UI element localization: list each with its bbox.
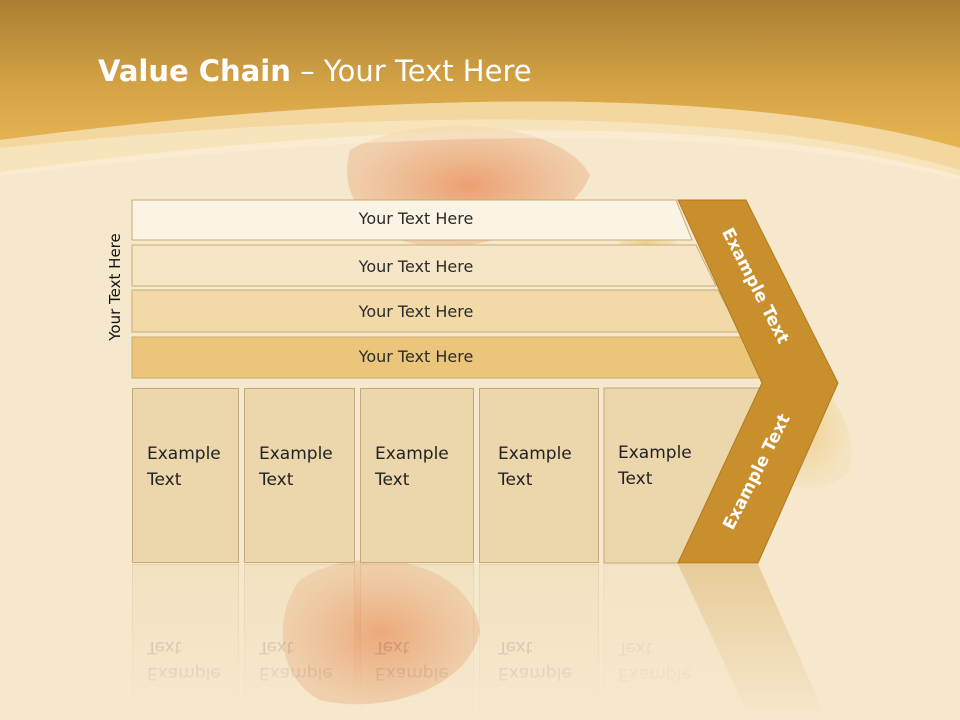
- box-line2: Text: [375, 470, 410, 490]
- box-line1: Example: [498, 444, 572, 464]
- title-bold: Value Chain: [98, 54, 291, 88]
- row-label-2: Your Text Here: [358, 257, 474, 276]
- box-line1: Example: [147, 444, 221, 464]
- side-label: Your Text Here: [106, 233, 124, 341]
- box-line1: Example: [375, 444, 449, 464]
- header-highlight: [0, 101, 960, 176]
- slide-title: Value Chain – Your Text Here: [98, 54, 532, 88]
- box-line1: Example: [618, 443, 692, 463]
- box-line2: Text: [618, 469, 653, 489]
- row-label-4: Your Text Here: [358, 347, 474, 366]
- leaf-shape: [282, 559, 480, 705]
- box-line2: Text: [147, 470, 182, 490]
- header-band: [0, 0, 960, 148]
- row-label-3: Your Text Here: [358, 302, 474, 321]
- box-line2: Text: [498, 470, 533, 490]
- box-line2: Text: [259, 470, 294, 490]
- title-rest: – Your Text Here: [290, 54, 532, 88]
- box-line1: Example: [259, 444, 333, 464]
- row-label-1: Your Text Here: [358, 209, 474, 228]
